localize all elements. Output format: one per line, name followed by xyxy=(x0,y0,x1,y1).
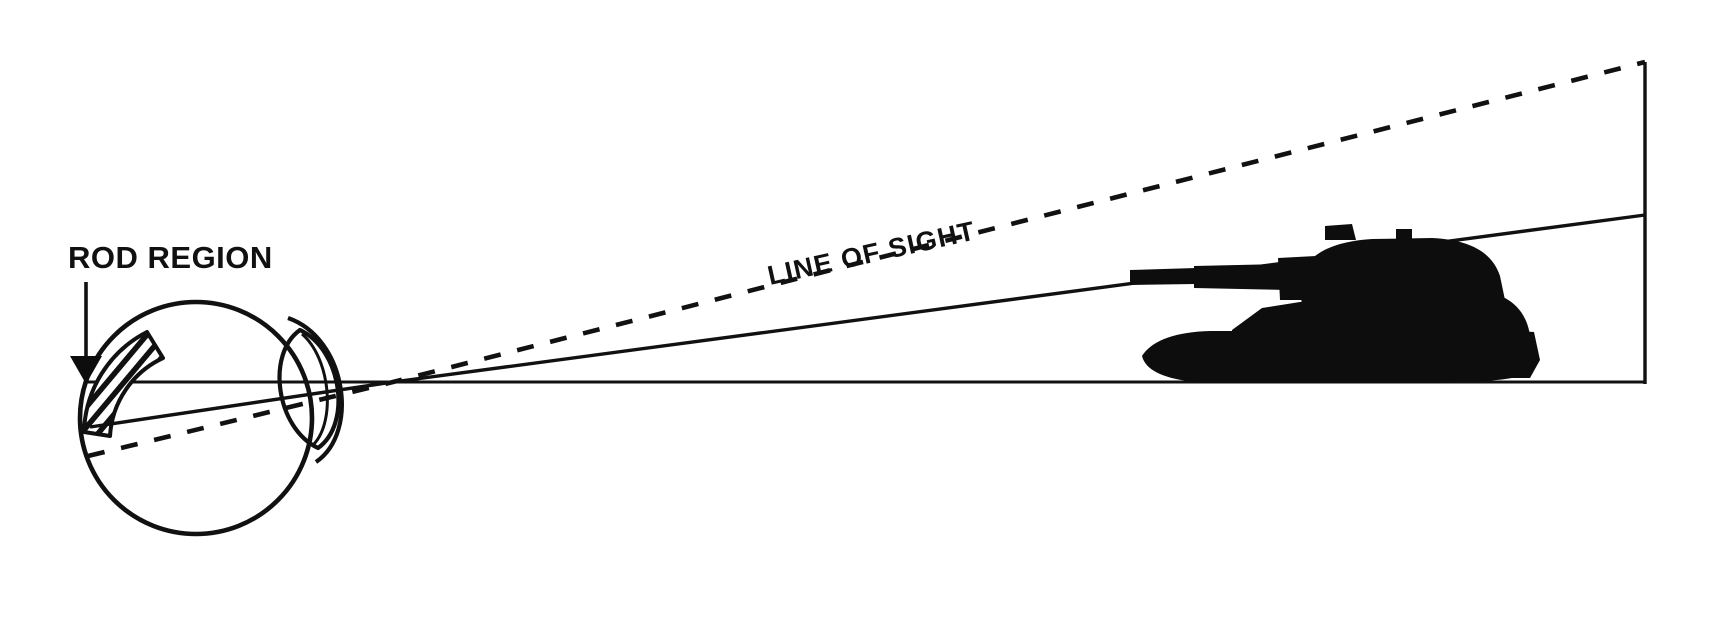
cornea-arc xyxy=(287,316,344,464)
dashed-line-of-sight-ray xyxy=(87,59,1646,459)
lens-group xyxy=(277,316,344,464)
line-of-sight-label: LINE OF SIGHT xyxy=(765,216,979,291)
tank-silhouette-group xyxy=(1130,224,1540,383)
periscope xyxy=(1396,229,1412,239)
rod-region-label: ROD REGION xyxy=(68,240,273,275)
rod-region-callout-group xyxy=(70,282,102,384)
rod-region-band-outline xyxy=(82,330,165,438)
lens-inner-curve xyxy=(301,332,329,446)
eyeball-group xyxy=(77,299,315,537)
gun-barrel-muzzle xyxy=(1130,268,1196,285)
lens-body xyxy=(277,327,341,451)
turret-body xyxy=(1300,238,1505,306)
rear-plate xyxy=(1500,330,1540,378)
rod-region-arrow-head xyxy=(70,356,102,384)
track-skirt xyxy=(1142,331,1532,383)
eyeball-outline xyxy=(77,299,315,537)
gun-barrel-shank xyxy=(1194,264,1288,290)
commanders-cupola xyxy=(1325,224,1356,240)
